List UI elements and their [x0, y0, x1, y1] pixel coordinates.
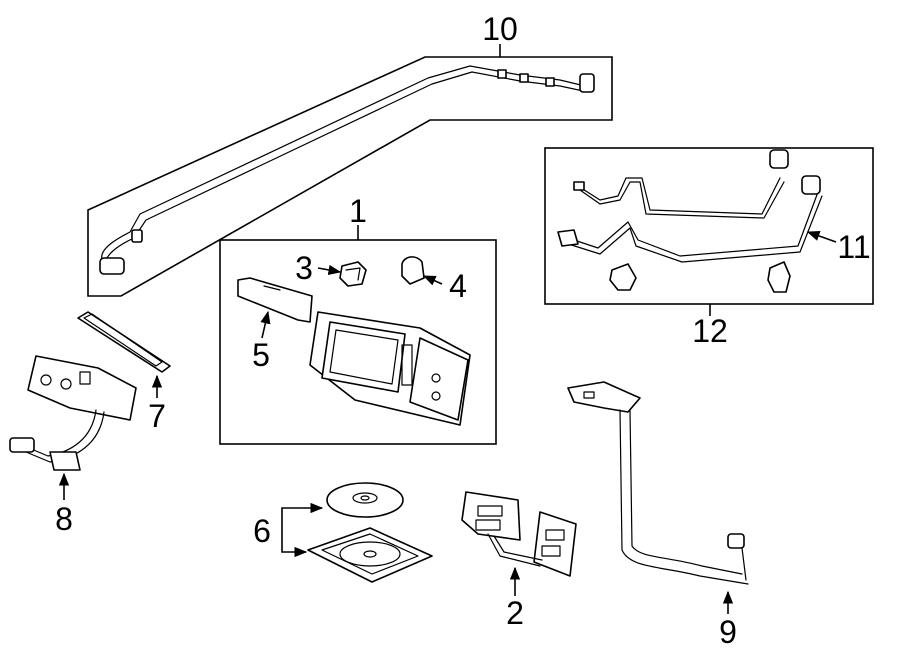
callout-8: 8	[55, 501, 73, 537]
navigation-display-unit[interactable]	[309, 311, 471, 426]
leader-6	[281, 502, 324, 530]
leader-3	[317, 264, 342, 275]
callout-6: 6	[253, 513, 271, 549]
disc-part-6[interactable]	[326, 482, 404, 518]
group-12-box	[544, 147, 874, 305]
callout-11: 11	[837, 229, 870, 265]
antenna-lead-part-9[interactable]	[567, 381, 749, 585]
panel-part-7[interactable]	[77, 311, 171, 373]
callout-9: 9	[719, 614, 737, 650]
leader-11	[806, 231, 837, 243]
callout-4: 4	[449, 268, 467, 304]
callout-5: 5	[252, 337, 270, 373]
callout-1: 1	[349, 193, 367, 229]
callout-10: 10	[482, 11, 518, 47]
module-part-8[interactable]	[9, 355, 137, 471]
knob-part-4[interactable]	[401, 256, 425, 285]
disc-case-part-6[interactable]	[307, 527, 433, 583]
cable-set[interactable]	[557, 149, 823, 293]
bezel-trim-part-5[interactable]	[237, 277, 313, 323]
callout-3: 3	[295, 250, 313, 286]
antenna-cable-part	[101, 65, 586, 263]
leader-5	[260, 310, 271, 339]
callout-2: 2	[506, 595, 524, 631]
knob-part-3[interactable]	[339, 261, 367, 287]
leader-4	[422, 275, 443, 286]
callout-12: 12	[692, 313, 728, 349]
bracket-part-2[interactable]	[461, 491, 577, 577]
group-10-box	[87, 56, 613, 297]
callout-7: 7	[148, 398, 166, 434]
group-10-antenna-cable[interactable]	[87, 56, 613, 297]
